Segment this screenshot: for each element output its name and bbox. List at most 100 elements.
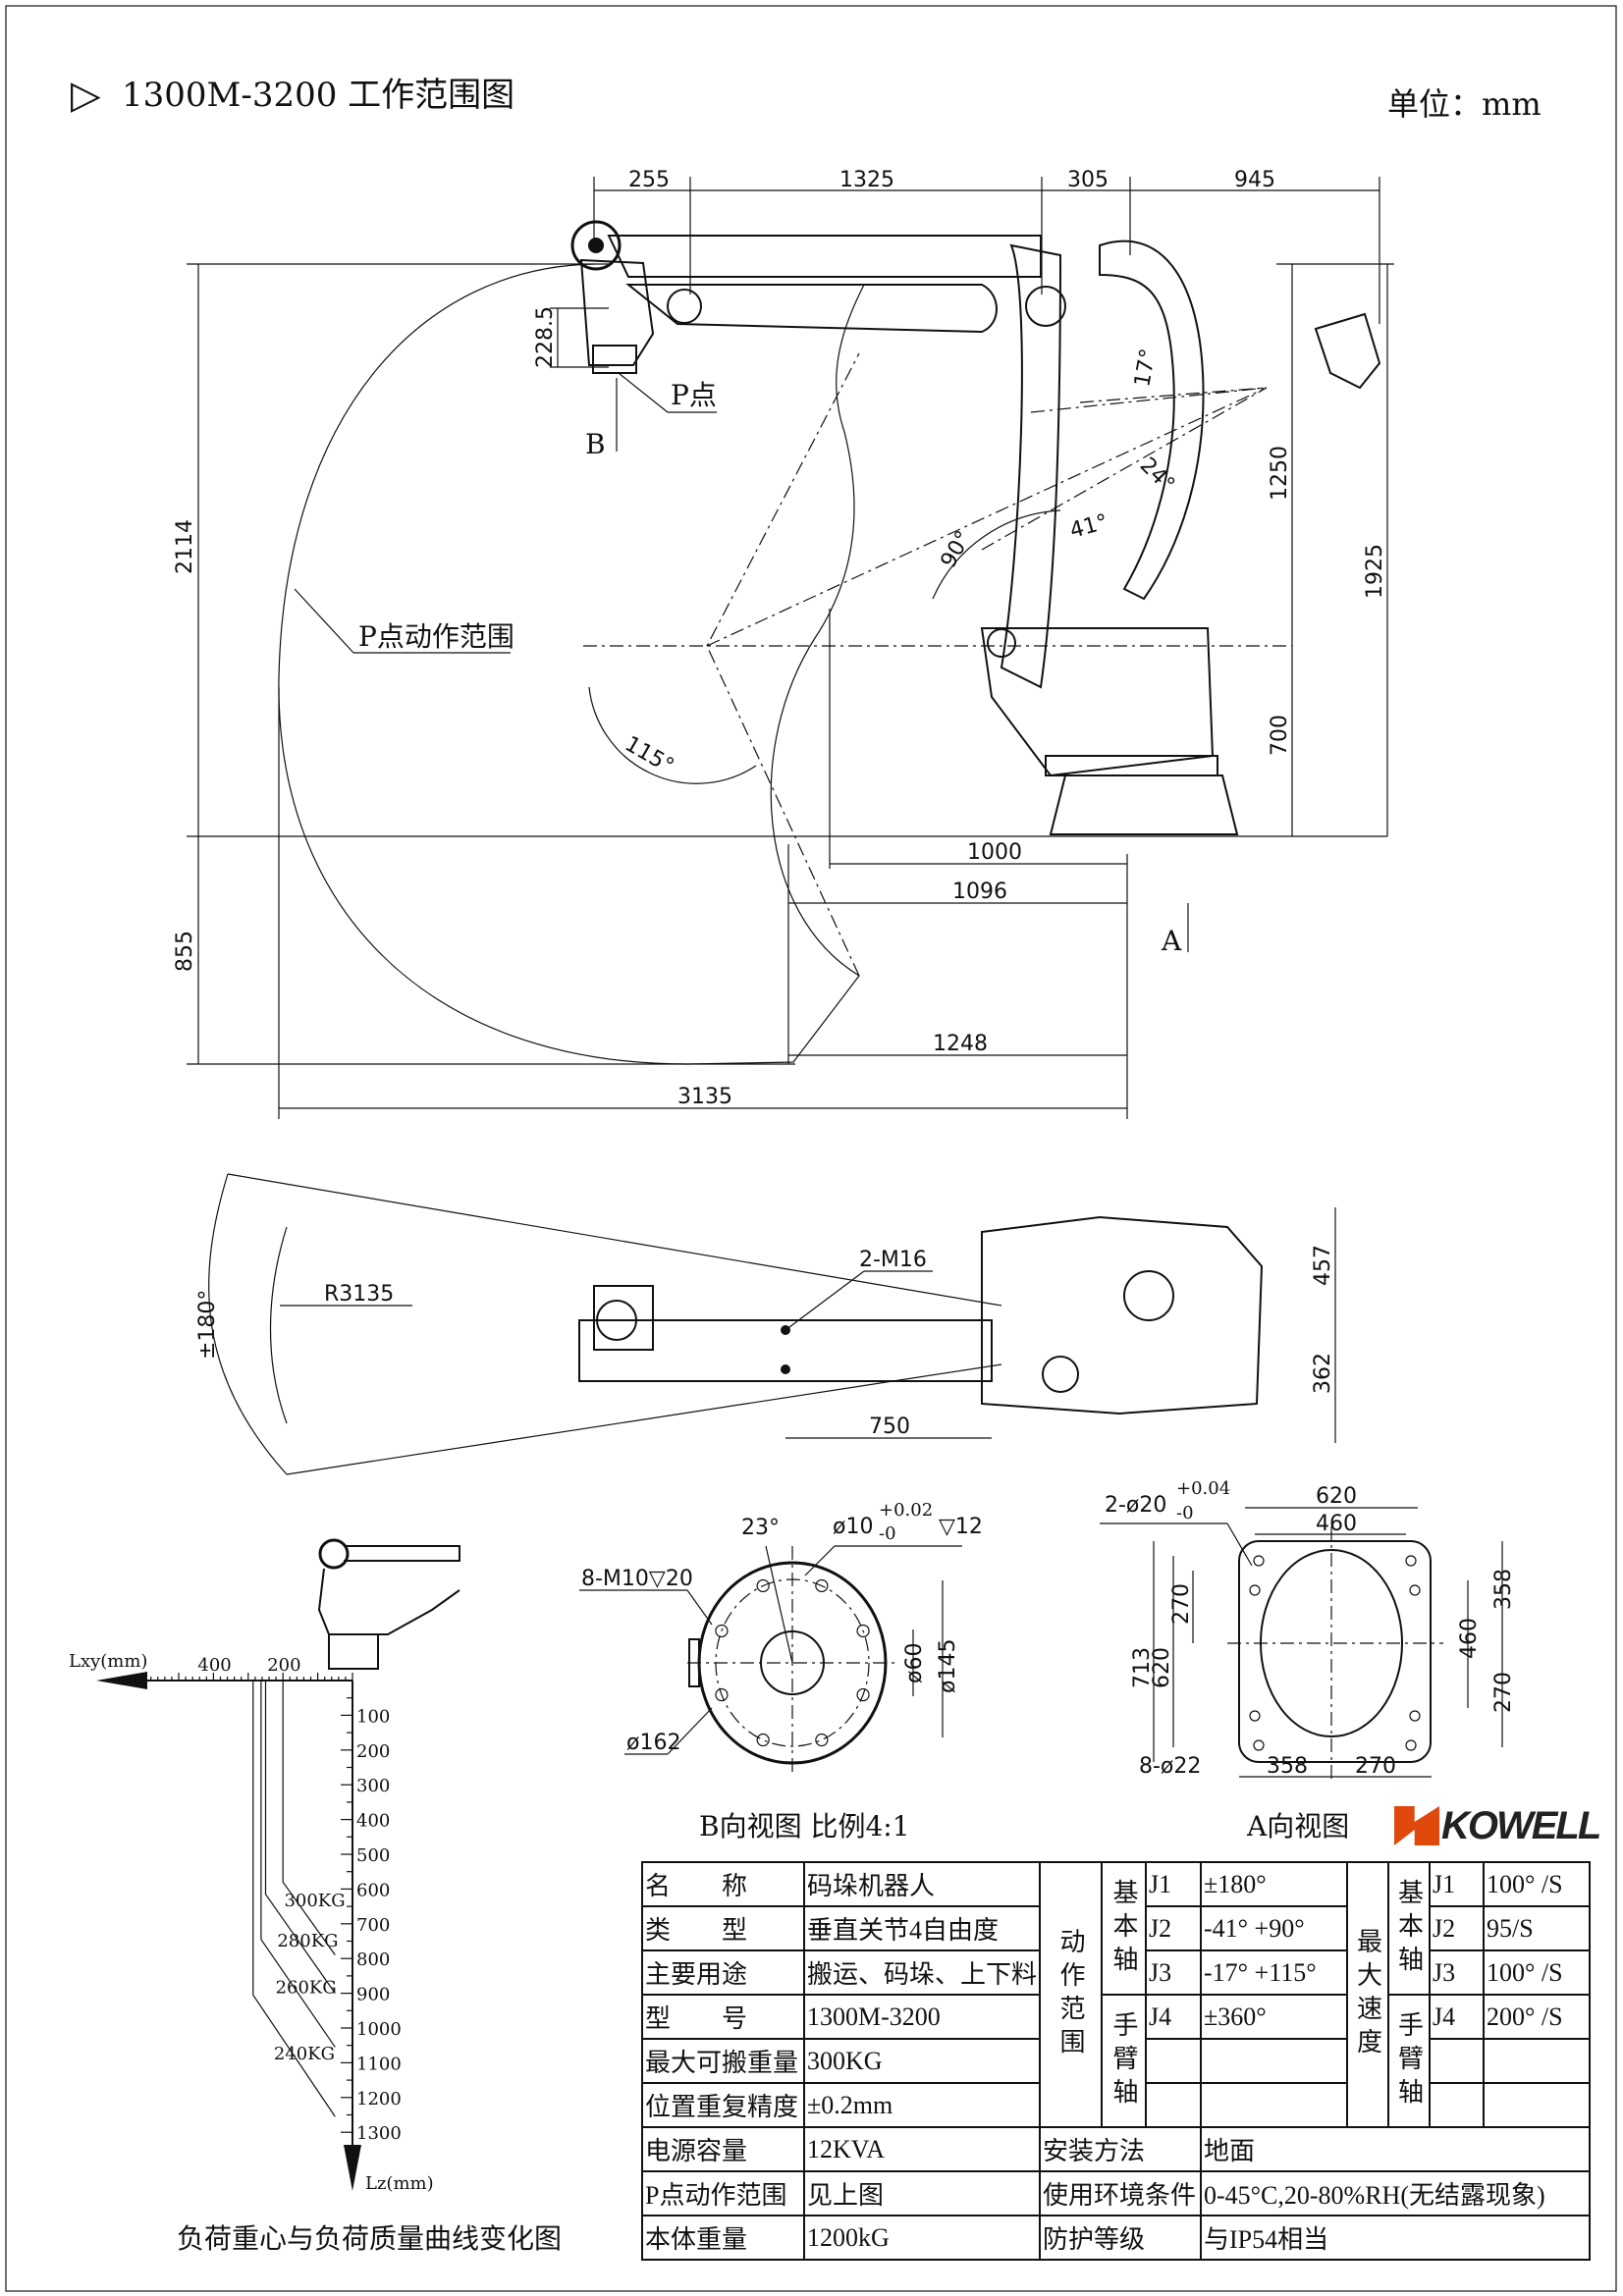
b-pin-tol-dn: -0	[879, 1523, 896, 1544]
a-pin-tol-up: +0.04	[1176, 1478, 1230, 1499]
spec-label: 位置重复精度	[641, 2082, 805, 2128]
spec-value: 地面	[1200, 2126, 1591, 2172]
empty-cell	[1145, 2038, 1202, 2084]
spec-value: 垂直关节4自由度	[803, 1905, 1041, 1951]
lz-tick-label: 1300	[356, 2123, 402, 2144]
a-pin-tol-dn: -0	[1176, 1503, 1194, 1523]
load-curve-240KG	[252, 1681, 336, 2117]
bolt-hole	[815, 1578, 829, 1593]
mount-hole	[1253, 1555, 1265, 1567]
mount-hole	[1249, 1710, 1261, 1722]
b-view-caption: B向视图 比例4:1	[699, 1810, 910, 1842]
speed-value: 100° /S	[1483, 1861, 1591, 1907]
range-joint: J1	[1145, 1861, 1202, 1907]
kowell-logo: KOWELL	[1394, 1803, 1601, 1847]
dim-2114: 2114	[173, 519, 197, 574]
p-point-label: P点	[671, 379, 717, 411]
spec-label: 型 号	[641, 1994, 805, 2040]
load-curve-label: 300KG	[284, 1891, 345, 1911]
dim-1248: 1248	[933, 1032, 988, 1056]
dim-700: 700	[1268, 715, 1292, 756]
mount-hole	[1409, 1584, 1421, 1596]
a-r270: 270	[1491, 1672, 1516, 1713]
table-row: 类 型 垂直关节4自由度 J2 -41° +90° J2 95/S	[641, 1905, 1591, 1951]
load-curve-label: 280KG	[277, 1931, 338, 1951]
top-arm	[578, 1319, 993, 1382]
lz-tick-label: 1100	[356, 2054, 402, 2074]
title-marker: ▷	[71, 73, 101, 118]
lz-tick-label: 800	[356, 1949, 390, 1970]
lz-tick-label: 700	[356, 1915, 390, 1936]
table-row: 最大可搬重量 300KG	[641, 2038, 1591, 2084]
spec-label: 防护等级	[1039, 2215, 1202, 2261]
empty-cell	[1200, 2038, 1348, 2084]
range-base-axis: 基本轴	[1101, 1861, 1147, 1996]
lz-tick-label: 400	[356, 1811, 390, 1832]
dim-255: 255	[628, 168, 670, 192]
bolt-hole	[856, 1687, 870, 1702]
spec-label: 名 称	[641, 1861, 805, 1907]
a-w460: 460	[1316, 1512, 1357, 1536]
a-b358: 358	[1267, 1754, 1308, 1779]
base-outline	[1238, 1540, 1432, 1763]
top-2-m16: 2-M16	[859, 1248, 927, 1272]
bolt-hole	[856, 1624, 870, 1638]
spec-value: 码垛机器人	[803, 1861, 1041, 1907]
a-h270: 270	[1169, 1583, 1194, 1625]
mount-hole	[1409, 1710, 1421, 1722]
spec-label: P点动作范围	[641, 2170, 805, 2216]
load-chart: Lxy(mm) Lz(mm) 负荷重心与负荷质量曲线变化图 1002003004…	[69, 1538, 562, 2255]
angle-17: 17°	[1130, 347, 1161, 389]
mount-hole	[1253, 1739, 1265, 1751]
b-d162: ø162	[626, 1731, 680, 1755]
bolt-hole	[815, 1733, 829, 1747]
b-pin-tol-up: +0.02	[879, 1500, 933, 1521]
a-holes: 8-ø22	[1139, 1754, 1201, 1779]
table-row: 型 号 1300M-3200 手臂轴 J4 ±360° 手臂轴 J4 200° …	[641, 1994, 1591, 2128]
range-value: ±180°	[1200, 1861, 1348, 1907]
spec-label: 类 型	[641, 1905, 805, 1951]
spec-value: 0-45°C,20-80%RH(无结露现象)	[1200, 2170, 1591, 2216]
b-d60: ø60	[902, 1643, 927, 1683]
lz-tick-label: 1200	[356, 2089, 402, 2109]
bolt-hole	[715, 1624, 729, 1638]
load-curve-300KG	[282, 1681, 336, 1956]
spec-value: 1300M-3200	[803, 1994, 1041, 2040]
lz-tick-label: 500	[356, 1845, 390, 1866]
b-d145: ø145	[936, 1639, 960, 1693]
load-curve-label: 240KG	[274, 2044, 335, 2064]
spec-label: 最大可搬重量	[641, 2038, 805, 2084]
dim-855: 855	[173, 931, 197, 972]
spec-value: 300KG	[803, 2038, 1041, 2084]
speed-value: 100° /S	[1483, 1949, 1591, 1996]
spec-label: 使用环境条件	[1039, 2170, 1202, 2216]
page-title: 1300M-3200 工作范围图	[122, 76, 514, 115]
load-chart-caption: 负荷重心与负荷质量曲线变化图	[177, 2222, 562, 2255]
dim-3135: 3135	[677, 1085, 732, 1109]
angle-90: 90°	[937, 527, 977, 572]
mount-hole	[1405, 1555, 1417, 1567]
speed-joint: J2	[1429, 1905, 1485, 1951]
logo-text: KOWELL	[1441, 1803, 1601, 1847]
table-row: P点动作范围 见上图 使用环境条件 0-45°C,20-80%RH(无结露现象)	[641, 2170, 1591, 2216]
speed-joint: J4	[1429, 1994, 1485, 2040]
a-r460: 460	[1457, 1618, 1482, 1659]
lxy-tick-label: 400	[197, 1655, 231, 1676]
speed-value: 95/S	[1483, 1905, 1591, 1951]
load-curve-label: 260KG	[276, 1978, 337, 1999]
robot-side	[570, 220, 1381, 835]
empty-cell	[1200, 2082, 1348, 2128]
dim-1096: 1096	[952, 880, 1007, 904]
dim-945: 945	[1234, 168, 1275, 192]
spec-value: ±0.2mm	[803, 2082, 1041, 2128]
spec-value: 与IP54相当	[1200, 2215, 1591, 2261]
speed-title: 最大速度	[1346, 1861, 1389, 2128]
angle-41: 41°	[1067, 510, 1110, 544]
load-curve-260KG	[260, 1681, 336, 2048]
mount-hole	[1249, 1584, 1261, 1596]
lz-tick-label: 1000	[356, 2019, 402, 2040]
a-h620: 620	[1150, 1647, 1174, 1688]
speed-joint: J1	[1429, 1861, 1485, 1907]
top-view: ±180° R3135 2-M16 750 457 362	[195, 1173, 1336, 1475]
range-joint: J3	[1145, 1949, 1202, 1996]
